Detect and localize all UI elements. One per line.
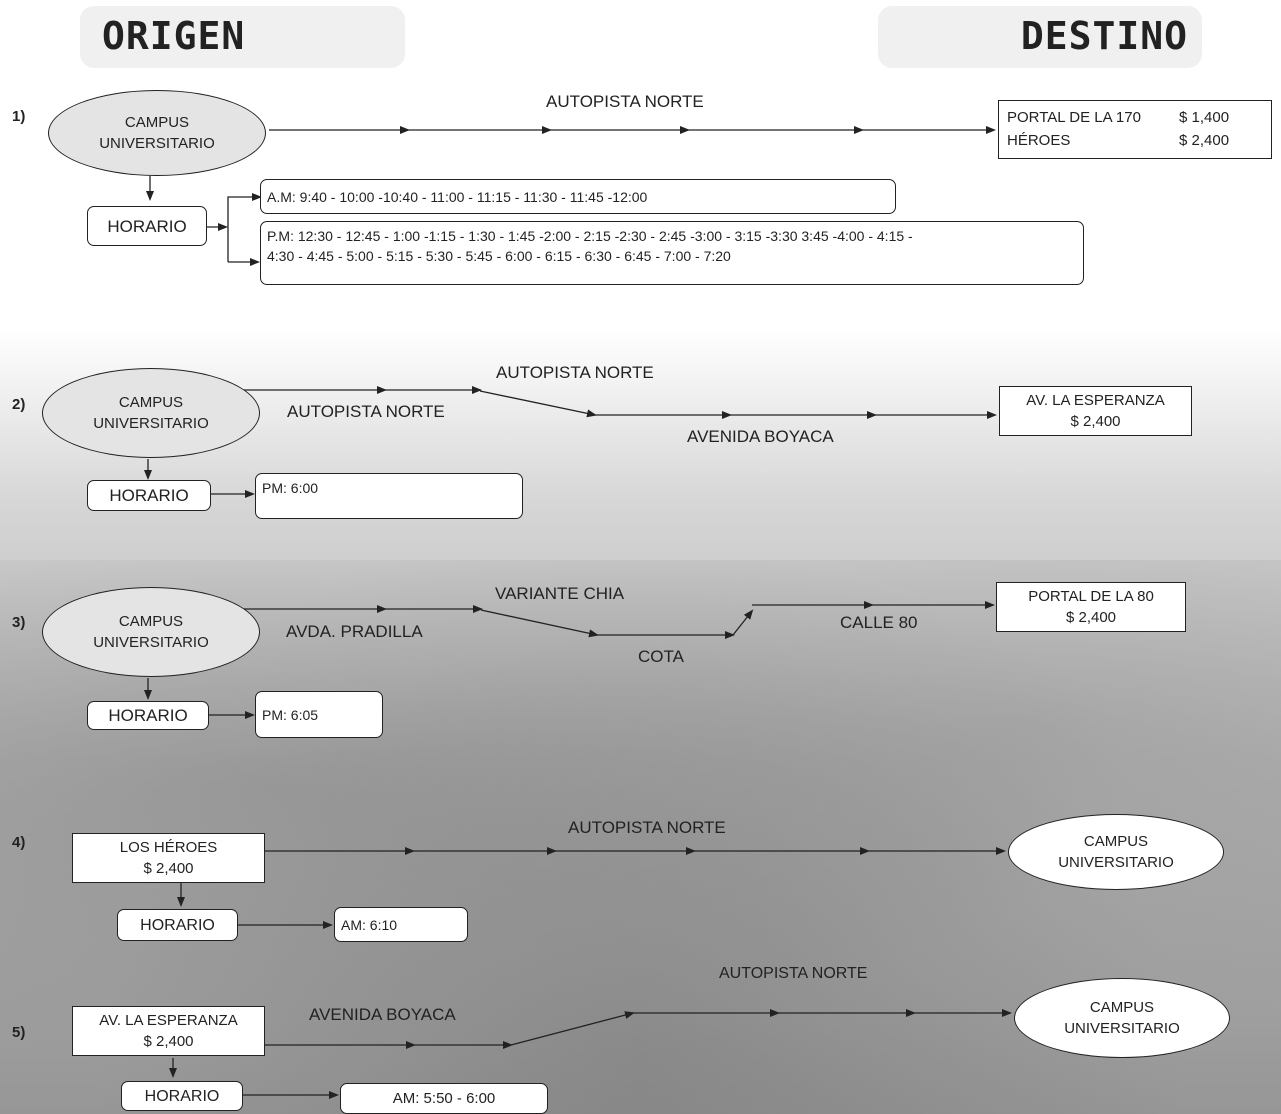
route-2-schedule: PM: 6:00 [255, 473, 523, 519]
destination-line: CAMPUS [1089, 999, 1155, 1016]
origin-line: UNIVERSITARIO [93, 634, 209, 651]
schedule-line: P.M: 12:30 - 12:45 - 1:00 -1:15 - 1:30 -… [267, 228, 913, 244]
route-4-schedule-label: HORARIO [117, 909, 238, 941]
origin-line: UNIVERSITARIO [93, 415, 209, 432]
route-4-number: 4) [12, 834, 26, 851]
route-3-number: 3) [12, 614, 26, 631]
route-5-origin: AV. LA ESPERANZA $ 2,400 [72, 1006, 265, 1056]
route-3-schedule: PM: 6:05 [255, 691, 383, 738]
destination-header-title: DESTINO [1020, 14, 1188, 58]
route-1-road-label: AUTOPISTA NORTE [546, 92, 704, 111]
route-2-road-label: AUTOPISTA NORTE [496, 363, 654, 382]
origin-line: CAMPUS [118, 613, 184, 630]
destination-name: PORTAL DE LA 170 [1007, 109, 1141, 126]
route-2-schedule-label: HORARIO [87, 480, 211, 511]
origin-line: $ 2,400 [143, 1033, 194, 1050]
origin-line: UNIVERSITARIO [99, 135, 215, 152]
route-5-road-label: AVENIDA BOYACA [309, 1005, 456, 1024]
route-4-road-label: AUTOPISTA NORTE [568, 818, 726, 837]
destination-line: AV. LA ESPERANZA [1026, 392, 1165, 409]
route-5-lines [169, 1009, 1012, 1099]
route-1-schedule-pm: P.M: 12:30 - 12:45 - 1:00 -1:15 - 1:30 -… [260, 221, 1084, 285]
origin-line: CAMPUS [118, 394, 184, 411]
route-5-number: 5) [12, 1024, 26, 1041]
route-2-road-label: AVENIDA BOYACA [687, 427, 834, 446]
origin-line: LOS HÉROES [119, 839, 218, 856]
destination-price: $ 2,400 [1179, 131, 1230, 149]
origin-line: AV. LA ESPERANZA [99, 1012, 238, 1029]
route-3-road-label: CALLE 80 [840, 613, 918, 632]
route-3-destination: PORTAL DE LA 80 $ 2,400 [996, 582, 1186, 632]
route-4-lines [177, 847, 1006, 929]
route-2-origin: CAMPUS UNIVERSITARIO [42, 368, 260, 458]
destination-header: DESTINO [878, 6, 1202, 68]
origin-header: ORIGEN [80, 6, 405, 68]
destination-line: PORTAL DE LA 80 [1028, 588, 1154, 605]
route-4-schedule: AM: 6:10 [334, 907, 468, 942]
destination-line: UNIVERSITARIO [1058, 854, 1174, 871]
destination-line: $ 2,400 [1065, 609, 1117, 626]
origin-line: $ 2,400 [143, 860, 194, 877]
route-5-schedule: AM: 5:50 - 6:00 [340, 1083, 548, 1114]
route-3-lines [144, 601, 995, 719]
route-4-destination: CAMPUS UNIVERSITARIO [1008, 814, 1224, 890]
route-1-schedule-label: HORARIO [87, 206, 207, 246]
route-2-road-label: AUTOPISTA NORTE [287, 402, 445, 421]
route-5-destination: CAMPUS UNIVERSITARIO [1014, 978, 1230, 1058]
route-1-origin: CAMPUS UNIVERSITARIO [48, 90, 266, 176]
route-2-number: 2) [12, 396, 26, 413]
route-1-destination: PORTAL DE LA 170 $ 1,400 HÉROES $ 2,400 [998, 100, 1272, 159]
route-3-schedule-label: HORARIO [87, 701, 209, 730]
route-3-road-label: COTA [638, 647, 684, 666]
origin-header-title: ORIGEN [102, 14, 246, 58]
route-3-road-label: AVDA. PRADILLA [286, 622, 423, 641]
destination-name: HÉROES [1007, 131, 1071, 149]
route-2-destination: AV. LA ESPERANZA $ 2,400 [999, 386, 1192, 436]
route-2-lines [144, 386, 997, 498]
route-1-schedule-am: A.M: 9:40 - 10:00 -10:40 - 11:00 - 11:15… [260, 179, 896, 214]
route-3-road-label: VARIANTE CHIA [495, 584, 625, 603]
schedule-line: 4:30 - 4:45 - 5:00 - 5:15 - 5:30 - 5:45 … [267, 248, 731, 264]
route-3-origin: CAMPUS UNIVERSITARIO [42, 587, 260, 677]
route-1-number: 1) [12, 108, 26, 125]
destination-line: UNIVERSITARIO [1064, 1020, 1180, 1037]
route-4-origin: LOS HÉROES $ 2,400 [72, 833, 265, 883]
route-1-lines [146, 126, 996, 266]
destination-line: $ 2,400 [1070, 413, 1121, 430]
route-5-schedule-label: HORARIO [121, 1081, 243, 1111]
origin-line: CAMPUS [124, 114, 190, 131]
route-5-road-label: AUTOPISTA NORTE [719, 965, 868, 982]
destination-price: $ 1,400 [1179, 109, 1230, 126]
destination-line: CAMPUS [1083, 833, 1149, 850]
